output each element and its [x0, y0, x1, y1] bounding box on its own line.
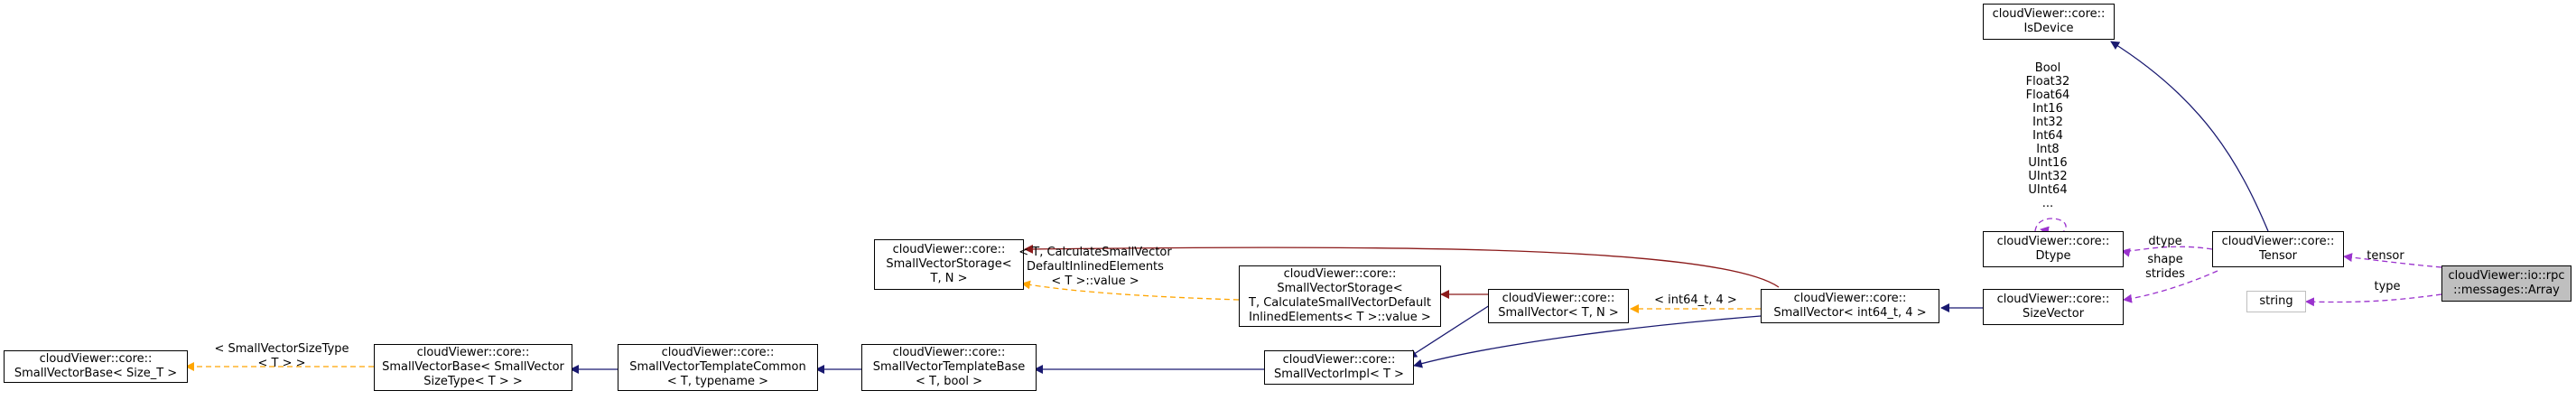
node-line: IsDevice: [2023, 22, 2074, 35]
edge-tensor-to-isdevice: [2110, 41, 2269, 232]
node-line: cloudViewer::core::: [416, 346, 530, 359]
edge-smallvectortn-to-impl: [1408, 304, 1491, 358]
edge-smallvector64-to-impl: [1413, 315, 1762, 368]
node-line: Tensor: [2258, 249, 2298, 263]
node-sizevector[interactable]: cloudViewer::core:: SizeVector: [1983, 289, 2124, 325]
edge-label-line: Int8: [2036, 143, 2060, 156]
node-line: SizeVector: [2022, 307, 2085, 321]
edge-label-shape-strides: shape strides: [2138, 253, 2192, 282]
node-line: cloudViewer::core::: [1283, 267, 1397, 281]
node-line: < T, bool >: [915, 375, 983, 388]
node-line: cloudViewer::core::: [892, 243, 1006, 256]
edge-label-line: < SmallVectorSizeType: [214, 342, 349, 356]
node-smallvector-t-n[interactable]: cloudViewer::core:: SmallVector< T, N >: [1488, 289, 1629, 323]
edge-label-line: Float32: [2025, 75, 2070, 88]
edge-label-line: < T >::value >: [1051, 274, 1139, 288]
node-line: cloudViewer::io::rpc: [2448, 269, 2565, 283]
node-line: SmallVectorImpl< T >: [1274, 367, 1404, 381]
node-dtype[interactable]: cloudViewer::core:: Dtype: [1983, 231, 2124, 267]
node-line: SmallVectorBase< Size_T >: [14, 367, 178, 380]
node-line: ::messages::Array: [2453, 284, 2560, 297]
edge-label-line: UInt16: [2028, 156, 2068, 170]
node-smallvectorstorage[interactable]: cloudViewer::core:: SmallVectorStorage< …: [874, 239, 1024, 290]
edge-label-line: Float64: [2025, 88, 2070, 102]
edge-label-line: Int64: [2032, 129, 2063, 143]
node-smallvectortemplatebase[interactable]: cloudViewer::core:: SmallVectorTemplateB…: [861, 344, 1037, 391]
edge-label-line: ...: [2041, 197, 2054, 210]
edge-storage-to-int64: [1024, 244, 1780, 288]
node-line: cloudViewer::core::: [1282, 353, 1396, 367]
edge-storage-default-instance-line: [1021, 280, 1240, 301]
node-line: SmallVectorBase< SmallVector: [382, 360, 564, 374]
edge-label-int64-4: < int64_t, 4 >: [1649, 293, 1743, 308]
edge-label-line: < int64_t, 4 >: [1654, 293, 1737, 307]
node-smallvector-int64[interactable]: cloudViewer::core:: SmallVector< int64_t…: [1761, 289, 1939, 323]
edge-label-line: Int32: [2032, 116, 2063, 129]
node-line: string: [2259, 294, 2293, 308]
edge-label-type: type: [2369, 280, 2405, 294]
edge-label-sizetype: < SmallVectorSizeType < T > >: [206, 342, 358, 371]
node-line: < T, typename >: [666, 375, 769, 388]
edge-label-line: type: [2374, 280, 2401, 293]
edge-label-tensor: tensor: [2362, 249, 2409, 264]
node-line: cloudViewer::core::: [2221, 235, 2335, 248]
node-line: SmallVector< T, N >: [1498, 306, 1619, 320]
edge-type-usage: [2305, 293, 2442, 307]
node-line: InlinedElements< T >::value >: [1249, 311, 1431, 324]
edge-label-line: Int16: [2032, 102, 2063, 116]
node-line: SizeType< T > >: [423, 375, 523, 388]
node-smallvectorbase-sizetype[interactable]: cloudViewer::core:: SmallVectorBase< Sma…: [374, 344, 572, 391]
node-line: cloudViewer::core::: [1996, 235, 2110, 248]
edge-label-line: UInt64: [2028, 183, 2068, 197]
node-line: cloudViewer::core::: [39, 352, 153, 366]
node-line: SmallVector< int64_t, 4 >: [1773, 306, 1927, 320]
edge-label-line: shape: [2147, 253, 2183, 266]
edge-label-line: UInt32: [2028, 170, 2068, 183]
node-string[interactable]: string: [2246, 291, 2306, 312]
edge-label-line: < T, CalculateSmallVector: [1018, 246, 1172, 259]
node-line: cloudViewer::core::: [1996, 293, 2110, 306]
edge-label-line: < T > >: [257, 357, 306, 370]
node-line: cloudViewer::core::: [1793, 292, 1907, 305]
node-line: SmallVectorStorage<: [1277, 282, 1403, 295]
node-line: SmallVectorStorage<: [886, 257, 1012, 271]
edge-label-line: tensor: [2367, 249, 2404, 263]
edge-tensor-usage: [2343, 253, 2442, 268]
edge-label-line: strides: [2145, 267, 2185, 281]
node-line: Dtype: [2035, 249, 2071, 263]
node-tensor[interactable]: cloudViewer::core:: Tensor: [2212, 231, 2344, 267]
node-line: T, CalculateSmallVectorDefault: [1249, 296, 1431, 310]
edge-label-line: DefaultInlinedElements: [1027, 260, 1164, 274]
edge-shape-usage: [2123, 270, 2218, 303]
edge-label-line: dtype: [2148, 235, 2182, 248]
node-line: SmallVectorTemplateCommon: [629, 360, 806, 374]
edge-dtype-usage: [2121, 246, 2213, 257]
node-line: cloudViewer::core::: [1502, 292, 1615, 305]
node-line: cloudViewer::core::: [661, 346, 775, 359]
node-smallvectortemplatecommon[interactable]: cloudViewer::core:: SmallVectorTemplateC…: [618, 344, 818, 391]
edge-label-calc-default: < T, CalculateSmallVector DefaultInlined…: [1009, 246, 1181, 289]
node-smallvectorbase-size-t[interactable]: cloudViewer::core:: SmallVectorBase< Siz…: [4, 350, 188, 383]
node-array[interactable]: cloudViewer::io::rpc ::messages::Array: [2441, 265, 2571, 302]
node-line: SmallVectorTemplateBase: [872, 360, 1026, 374]
node-line: T, N >: [930, 272, 968, 285]
node-line: cloudViewer::core::: [1992, 7, 2106, 21]
edge-label-dtype: dtype: [2144, 235, 2187, 249]
node-smallvectorstorage-default[interactable]: cloudViewer::core:: SmallVectorStorage< …: [1239, 265, 1441, 327]
node-smallvectorimpl[interactable]: cloudViewer::core:: SmallVectorImpl< T >: [1264, 350, 1414, 385]
node-isdevice[interactable]: cloudViewer::core:: IsDevice: [1983, 4, 2115, 40]
node-line: cloudViewer::core::: [892, 346, 1006, 359]
edge-label-dtype-consts: Bool Float32 Float64 Int16 Int32 Int64 I…: [2015, 61, 2080, 210]
edge-label-line: Bool: [2034, 61, 2061, 75]
